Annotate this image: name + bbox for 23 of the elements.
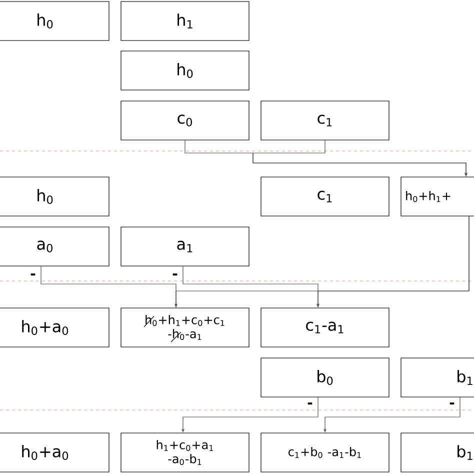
value-box: c$_{1}$+b$_{0}$ -a$_{1}$-b$_{1}$ [260,432,390,472]
value-box: h$_{1}$+c$_{0}$+a$_{1}$ -a$_{0}$-b$_{1}$ [120,432,250,472]
value-box: b$_{0}$ [260,358,390,398]
value-box: h$_{0}$ [0,176,110,216]
value-box: c$_{1}$ [260,100,390,140]
value-box: c$_{0}$ [120,100,250,140]
value-box: h$_{0}$ [120,50,250,90]
value-box: a$_{1}$ [120,226,250,266]
edge-label: - [30,274,36,276]
value-box: b$_{1}$ [400,432,474,472]
value-box: c$_{1}$ [260,176,390,216]
value-box: h$_{1}$ [120,1,250,41]
value-box: c$_{1}$-a$_{1}$ [260,308,390,348]
value-box: h$_{0}$+a$_{0}$ [0,432,110,472]
value-box: h$_{0}$+h$_{1}$+ [400,176,474,216]
value-box: h$_{0}$ [0,1,110,41]
edge-label: - [308,402,312,404]
value-box: h$_{0}$+h$_{1}$+c$_{0}$+c$_{1}$ -h$_{0}$-a$_{1}$ [120,308,250,348]
value-box: a$_{0}$ [0,226,110,266]
edge-label: - [450,402,454,404]
value-box: b$_{1}$ [400,358,474,398]
value-box: h$_{0}$+a$_{0}$ [0,308,110,348]
edge-label: - [172,274,178,276]
